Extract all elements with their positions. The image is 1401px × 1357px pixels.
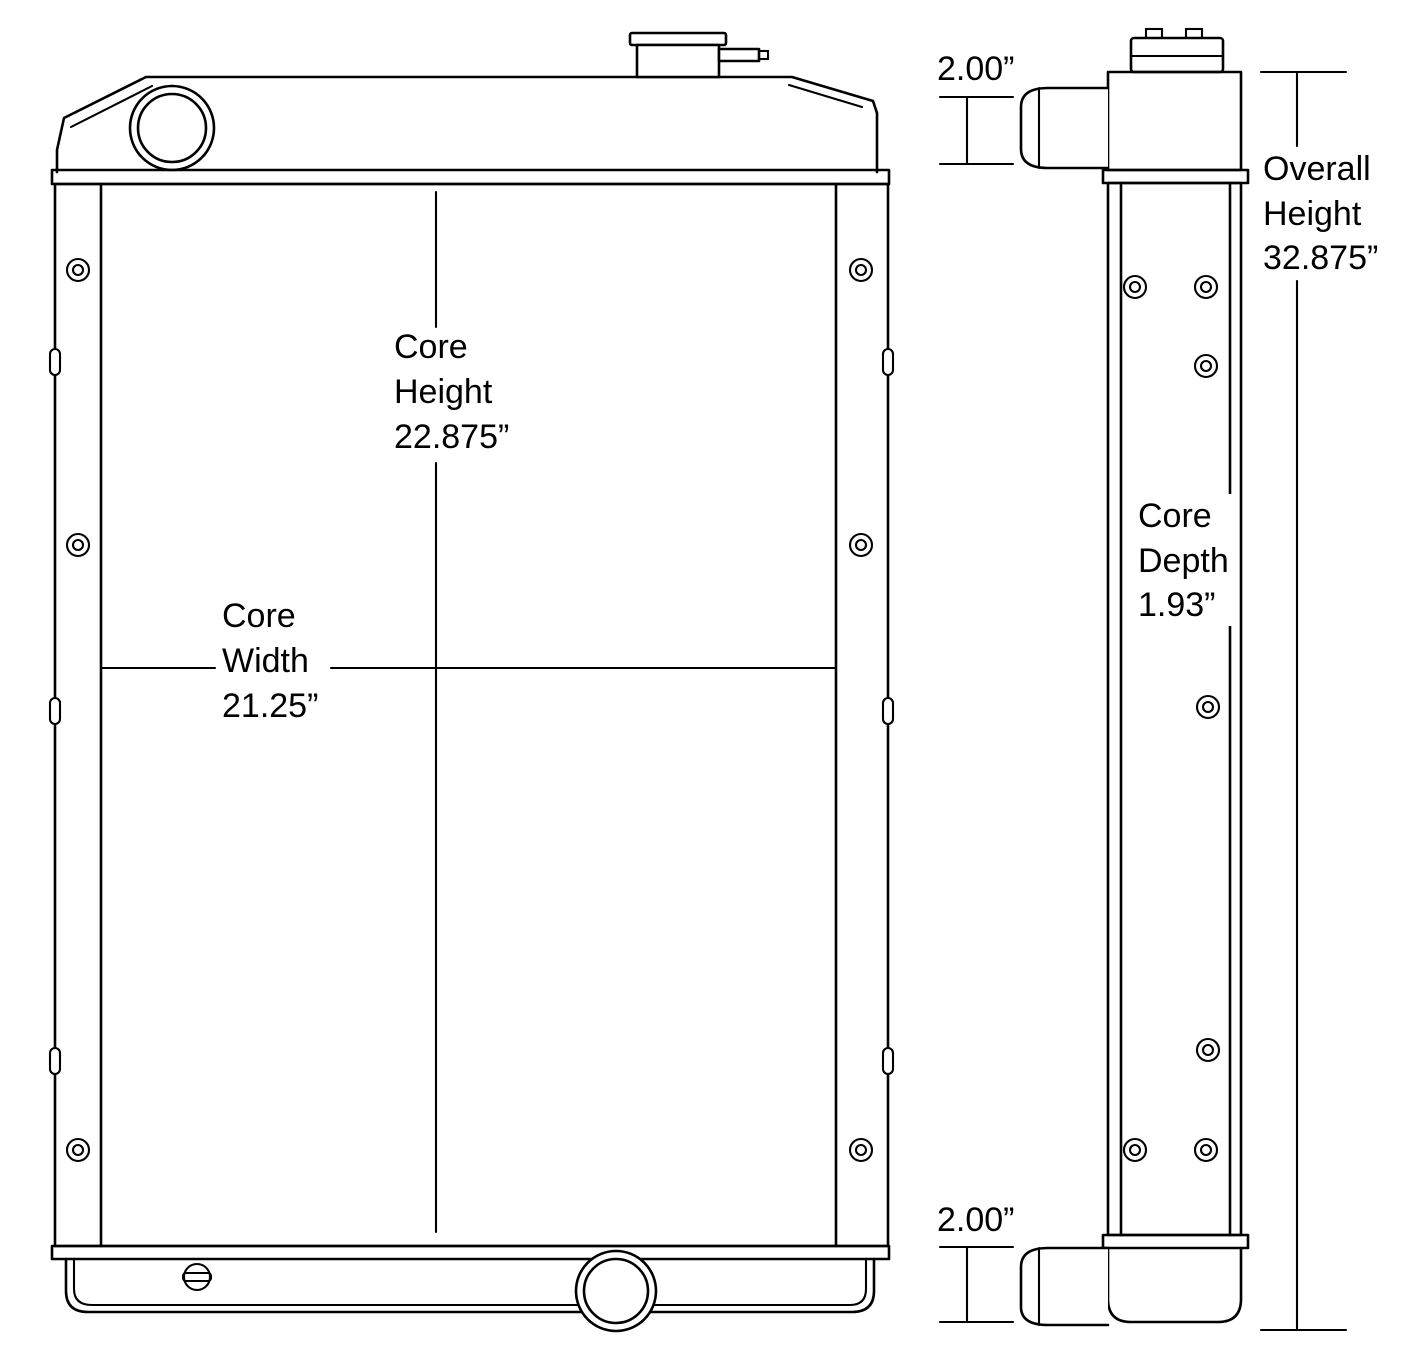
overflow-tube <box>717 47 761 63</box>
slot <box>48 1046 62 1076</box>
bolt-icon <box>854 538 868 552</box>
bolt-icon <box>1195 1037 1221 1063</box>
bolt-icon <box>1193 1137 1219 1163</box>
bolt-icon <box>1128 280 1142 294</box>
slot <box>881 347 895 377</box>
slot <box>881 1046 895 1076</box>
bottom-tank-outline <box>64 1257 876 1314</box>
overall-height-label-line-2: Height <box>1263 195 1362 233</box>
slot <box>48 347 62 377</box>
side-body <box>1106 181 1243 1237</box>
filler-cap-body <box>635 43 721 79</box>
inlet-port-outer <box>128 84 216 172</box>
edge-slots <box>48 347 895 1076</box>
bolt-icon <box>1199 359 1213 373</box>
core-depth-label-line-3: 1.93” <box>1138 586 1216 624</box>
slot <box>48 696 62 726</box>
core-frame <box>53 182 890 1248</box>
core-height-label-line-3: 22.875” <box>394 418 509 456</box>
outlet-port-inner <box>582 1257 650 1325</box>
bolt-icon <box>1199 1143 1213 1157</box>
bolt-icon <box>1201 1043 1215 1057</box>
bolt-icon <box>1195 694 1221 720</box>
core-width-label-line-3: 21.25” <box>222 687 318 725</box>
bolt-icon <box>1193 353 1219 379</box>
top-tank-outline <box>55 75 879 174</box>
side-bottom-tank <box>1106 1246 1243 1324</box>
top-hose-dimension: 2.00” <box>937 50 1015 166</box>
side-top-tank <box>1106 70 1243 172</box>
bolt-icon <box>848 532 874 558</box>
side-view: Core Depth 1.93” <box>1019 27 1250 1327</box>
drain-plug-slot <box>181 1271 213 1283</box>
bolt-icon <box>848 1137 874 1163</box>
bolt-icon <box>71 538 85 552</box>
bolt-icon <box>65 532 91 558</box>
core-height-label-line-2: Height <box>394 373 493 411</box>
core-width-label-line-1: Core <box>222 597 296 635</box>
slot <box>881 696 895 726</box>
front-view <box>48 31 895 1333</box>
bolt-icon <box>71 1143 85 1157</box>
side-top-flange <box>1101 168 1250 185</box>
side-bottom-flange <box>1101 1233 1250 1250</box>
bolt-icon <box>1193 274 1219 300</box>
core-width-label-line-2: Width <box>222 642 309 680</box>
drain-plug <box>182 1262 212 1292</box>
bolt-icon <box>1201 700 1215 714</box>
side-bolts <box>1122 274 1221 1163</box>
core-width-dimension: Core Width 21.25” <box>99 597 838 725</box>
bolt-icon <box>65 1137 91 1163</box>
core-height-dimension: Core Height 22.875” <box>394 190 509 1234</box>
bolt-icon <box>65 257 91 283</box>
top-hose-outline <box>1019 86 1110 170</box>
side-filler-cap <box>1129 27 1225 74</box>
overall-height-dimension: Overall Height 32.875” <box>1259 70 1378 1332</box>
core-height-label-line-1: Core <box>394 328 468 366</box>
bolt-icon <box>1122 1137 1148 1163</box>
bolt-icon <box>1122 274 1148 300</box>
overflow-tube-end <box>757 49 770 61</box>
inlet-port-inner <box>136 92 208 164</box>
top-tank-seam-left <box>69 84 154 129</box>
filler-cap-lip <box>628 31 728 47</box>
bottom-tank-inner <box>72 1257 868 1307</box>
core-depth-label-line-1: Core <box>1138 497 1212 535</box>
top-tank-seam-right <box>787 83 864 109</box>
bottom-hose-outline <box>1019 1246 1110 1327</box>
bolt-icon <box>854 1143 868 1157</box>
bolt-icon <box>848 257 874 283</box>
overall-height-label-line-3: 32.875” <box>1263 239 1378 277</box>
bolt-icon <box>1199 280 1213 294</box>
bottom-hose-dim-label: 2.00” <box>937 1201 1015 1239</box>
front-bolts <box>65 257 874 1163</box>
top-flange <box>50 168 891 186</box>
bottom-flange <box>50 1244 891 1261</box>
bolt-icon <box>854 263 868 277</box>
core-depth-label-mask <box>1126 494 1238 626</box>
bolt-icon <box>1128 1143 1142 1157</box>
bottom-hose-dimension: 2.00” <box>937 1201 1015 1324</box>
outlet-port-outer <box>574 1249 658 1333</box>
filler-cap <box>628 31 770 79</box>
overall-height-label-line-1: Overall <box>1263 150 1371 188</box>
core-depth-label-line-2: Depth <box>1138 542 1229 580</box>
top-hose-dim-label: 2.00” <box>937 50 1015 88</box>
bolt-icon <box>71 263 85 277</box>
